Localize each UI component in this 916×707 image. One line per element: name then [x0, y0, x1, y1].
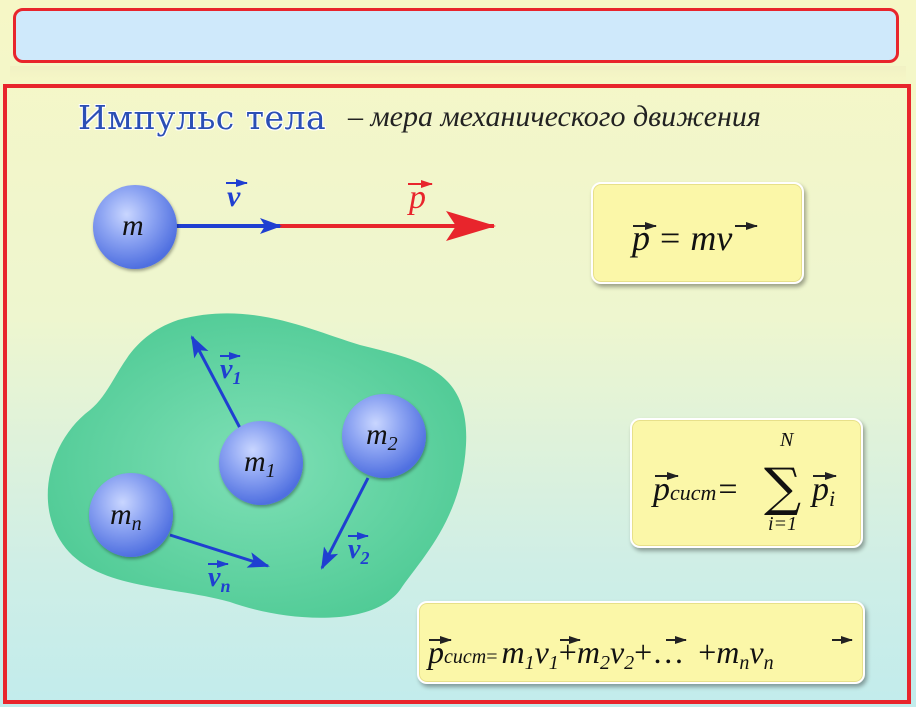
sum-symbol: ∑ [764, 458, 801, 518]
formula-system-sum-lhs: pсист= [651, 471, 738, 508]
formula-momentum: p=mv [629, 218, 732, 258]
sum-lower-limit: i=1 [768, 513, 797, 535]
title-shadow [10, 66, 906, 82]
velocity-1-label: v1 [220, 354, 241, 388]
velocity-label: v [227, 180, 241, 213]
ball-n-label: mn [110, 498, 142, 535]
velocity-arrow-2 [320, 477, 370, 570]
title-bar [13, 8, 899, 63]
ball-2-label: m2 [366, 418, 398, 455]
page-title: Импульс тела [78, 98, 327, 137]
ball-1-label: m1 [244, 445, 276, 482]
formula-system-expanded: pсист=m1v1+m2v2+…+mnvn [426, 634, 774, 674]
body-ball [93, 185, 177, 269]
sum-upper-limit: N [779, 429, 795, 451]
formula-box-system-sum [630, 418, 863, 548]
content-frame [3, 84, 911, 704]
velocity-arrow-n [169, 533, 270, 568]
velocity-2-label: v2 [348, 534, 369, 568]
formula-system-sum-term: pi [810, 471, 835, 511]
momentum-label: p [407, 179, 426, 216]
ball-1 [219, 421, 303, 505]
ball-n [89, 473, 173, 557]
page-subtitle: – мера механического движения [348, 100, 761, 133]
velocity-arrow-1 [190, 335, 242, 429]
body-mass-label: m [122, 209, 144, 242]
velocity-n-label: vn [208, 562, 230, 596]
ball-2 [342, 394, 426, 478]
formula-box-system-expanded [417, 601, 865, 684]
formula-box-momentum [591, 182, 804, 284]
